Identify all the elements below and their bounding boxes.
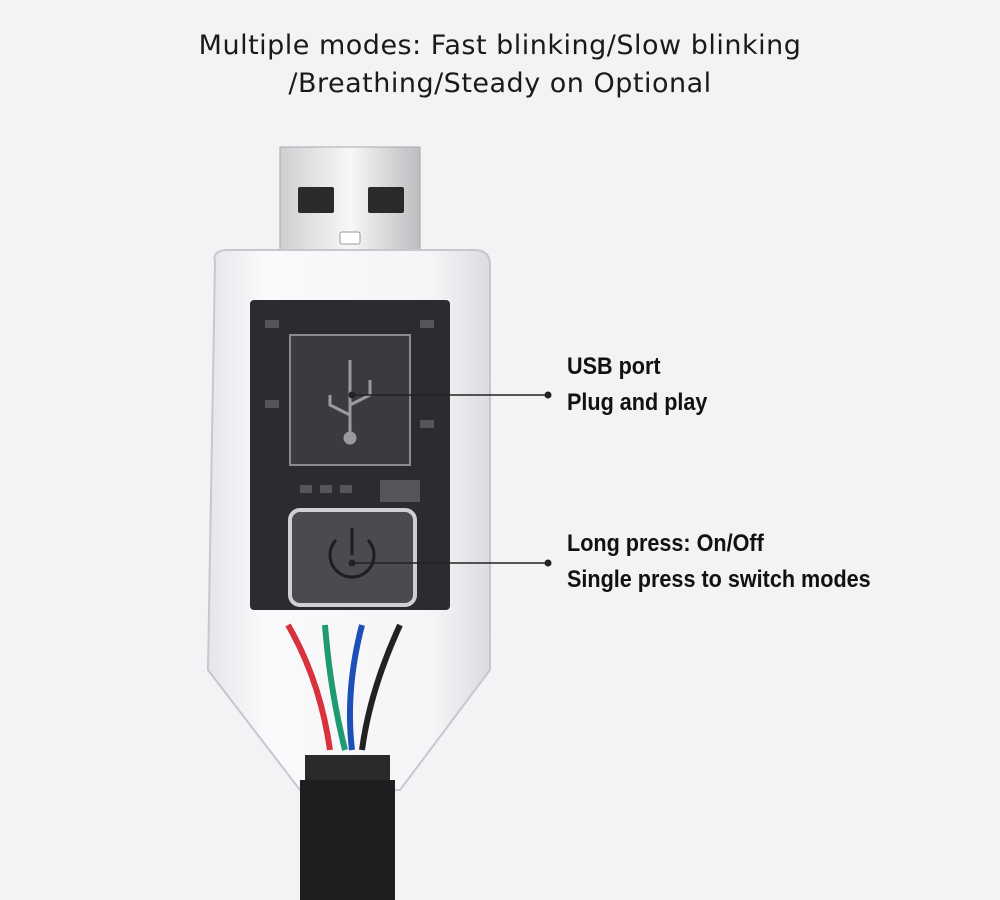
usb-plug [279,146,421,266]
usb-port-title: USB port [567,353,661,380]
button-callout-title: Long press: On/Off [567,530,764,557]
button-callout-subtitle: Single press to switch modes [567,566,871,593]
usb-port-callout: USB port Plug and play [567,349,707,421]
mode-button [288,508,417,607]
button-callout: Long press: On/Off Single press to switc… [567,526,871,598]
power-icon [328,528,376,579]
headline-line-2: /Breathing/Steady on Optional [288,68,712,99]
headline-line-1: Multiple modes: Fast blinking/Slow blink… [198,30,802,61]
usb-port-subtitle: Plug and play [567,389,708,416]
